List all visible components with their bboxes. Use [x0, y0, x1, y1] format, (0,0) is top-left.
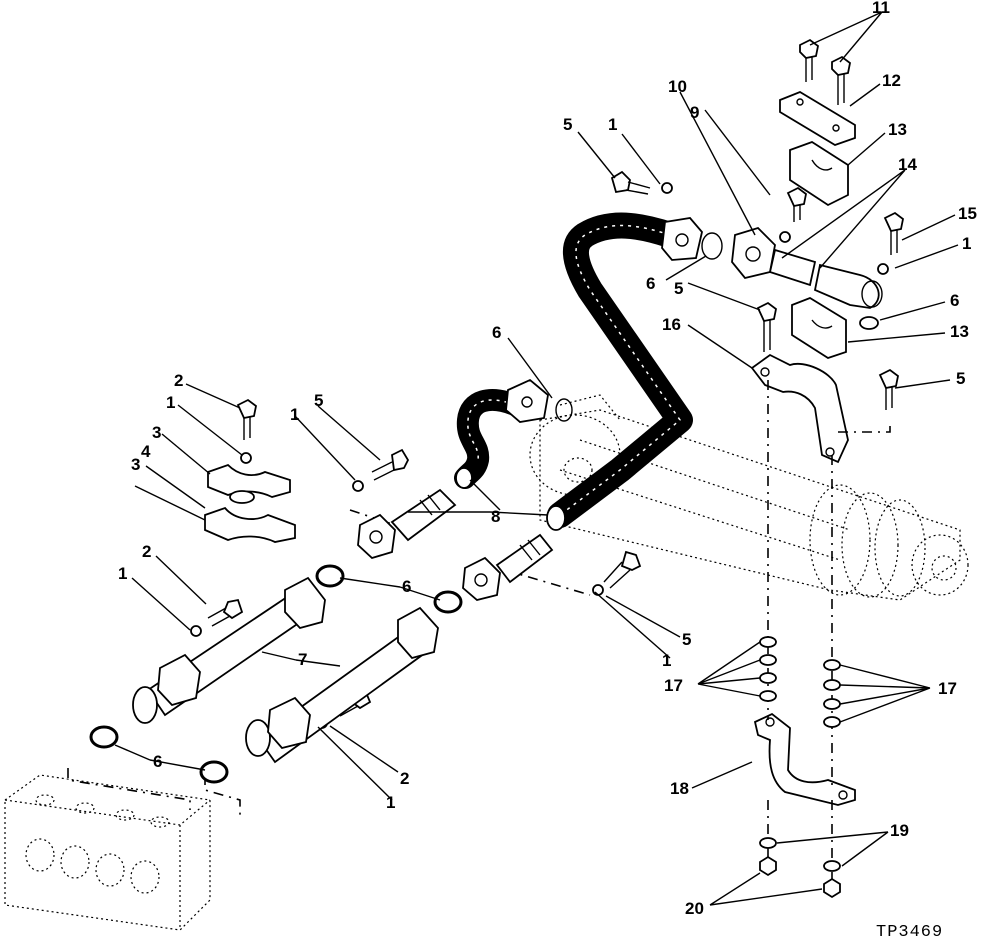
callout-2-top: 2	[174, 371, 183, 390]
callout-2-bottom: 2	[400, 769, 409, 788]
callout-11: 11	[872, 0, 890, 17]
leader-lines	[114, 11, 959, 906]
callout-20: 20	[685, 899, 704, 918]
callout-1-top: 1	[608, 115, 617, 134]
callout-5-center: 5	[314, 391, 323, 410]
clamp-plate-12	[779, 90, 856, 146]
hose-small	[454, 389, 526, 489]
callout-12: 12	[882, 71, 901, 90]
callout-6-center: 6	[492, 323, 501, 342]
o-rings	[89, 564, 463, 784]
callout-5-top: 5	[563, 115, 572, 134]
flange-adapter-upper	[357, 488, 457, 560]
callout-18: 18	[670, 779, 689, 798]
callout-5-lower: 5	[682, 630, 691, 649]
callout-3-lower: 3	[131, 455, 140, 474]
callout-13-bottom: 13	[950, 322, 969, 341]
callout-19: 19	[890, 821, 909, 840]
figure-code: TP3469	[876, 923, 943, 942]
clamp-3-4	[204, 463, 296, 543]
callout-labels: 11 12 13 14 10 9 5 1 15 1 6 13 6 5 16 5 …	[118, 0, 977, 918]
callout-1-lower-mid: 1	[662, 651, 671, 670]
callout-16: 16	[662, 315, 681, 334]
callout-1-clamp: 1	[166, 393, 175, 412]
callout-1-right: 1	[962, 234, 971, 253]
elbow-fitting	[731, 226, 883, 309]
callout-10: 10	[668, 77, 687, 96]
callout-8: 8	[491, 507, 500, 526]
hose-flange-upper	[661, 217, 723, 261]
callout-13-top: 13	[888, 120, 907, 139]
callout-9: 9	[690, 103, 699, 122]
callout-4: 4	[141, 442, 151, 461]
callout-17-right: 17	[938, 679, 957, 698]
washers-17-right	[823, 659, 841, 728]
assembly-centerlines	[349, 380, 891, 880]
callout-1-center: 1	[290, 405, 299, 424]
callout-5-right: 5	[956, 369, 965, 388]
hose-flange-small	[505, 378, 573, 423]
clamp-half-13-lower	[791, 296, 847, 359]
callout-1-bottom: 1	[386, 793, 395, 812]
flange-adapter-lower	[462, 533, 554, 601]
callout-6-mid: 6	[402, 577, 411, 596]
hose-large	[546, 212, 693, 531]
callout-1-left: 1	[118, 564, 127, 583]
nuts-20	[759, 855, 841, 899]
washers-19	[759, 837, 841, 872]
clamp-half-13-upper	[789, 141, 849, 207]
callout-7: 7	[298, 650, 307, 669]
bracket-18	[753, 712, 856, 806]
tube-upper	[132, 576, 326, 724]
callout-15: 15	[958, 204, 977, 223]
control-valve-block	[4, 768, 241, 931]
callout-6-upper: 6	[646, 274, 655, 293]
washers-17-left	[759, 636, 777, 702]
callout-6-right: 6	[950, 291, 959, 310]
callout-2-left: 2	[142, 542, 151, 561]
callout-17-left: 17	[664, 676, 683, 695]
tube-lower	[245, 606, 439, 764]
bracket-16	[750, 353, 849, 464]
callout-6-bottom: 6	[153, 752, 162, 771]
callout-3-upper: 3	[152, 423, 161, 442]
callout-5-mid: 5	[674, 279, 683, 298]
callout-14: 14	[898, 155, 917, 174]
